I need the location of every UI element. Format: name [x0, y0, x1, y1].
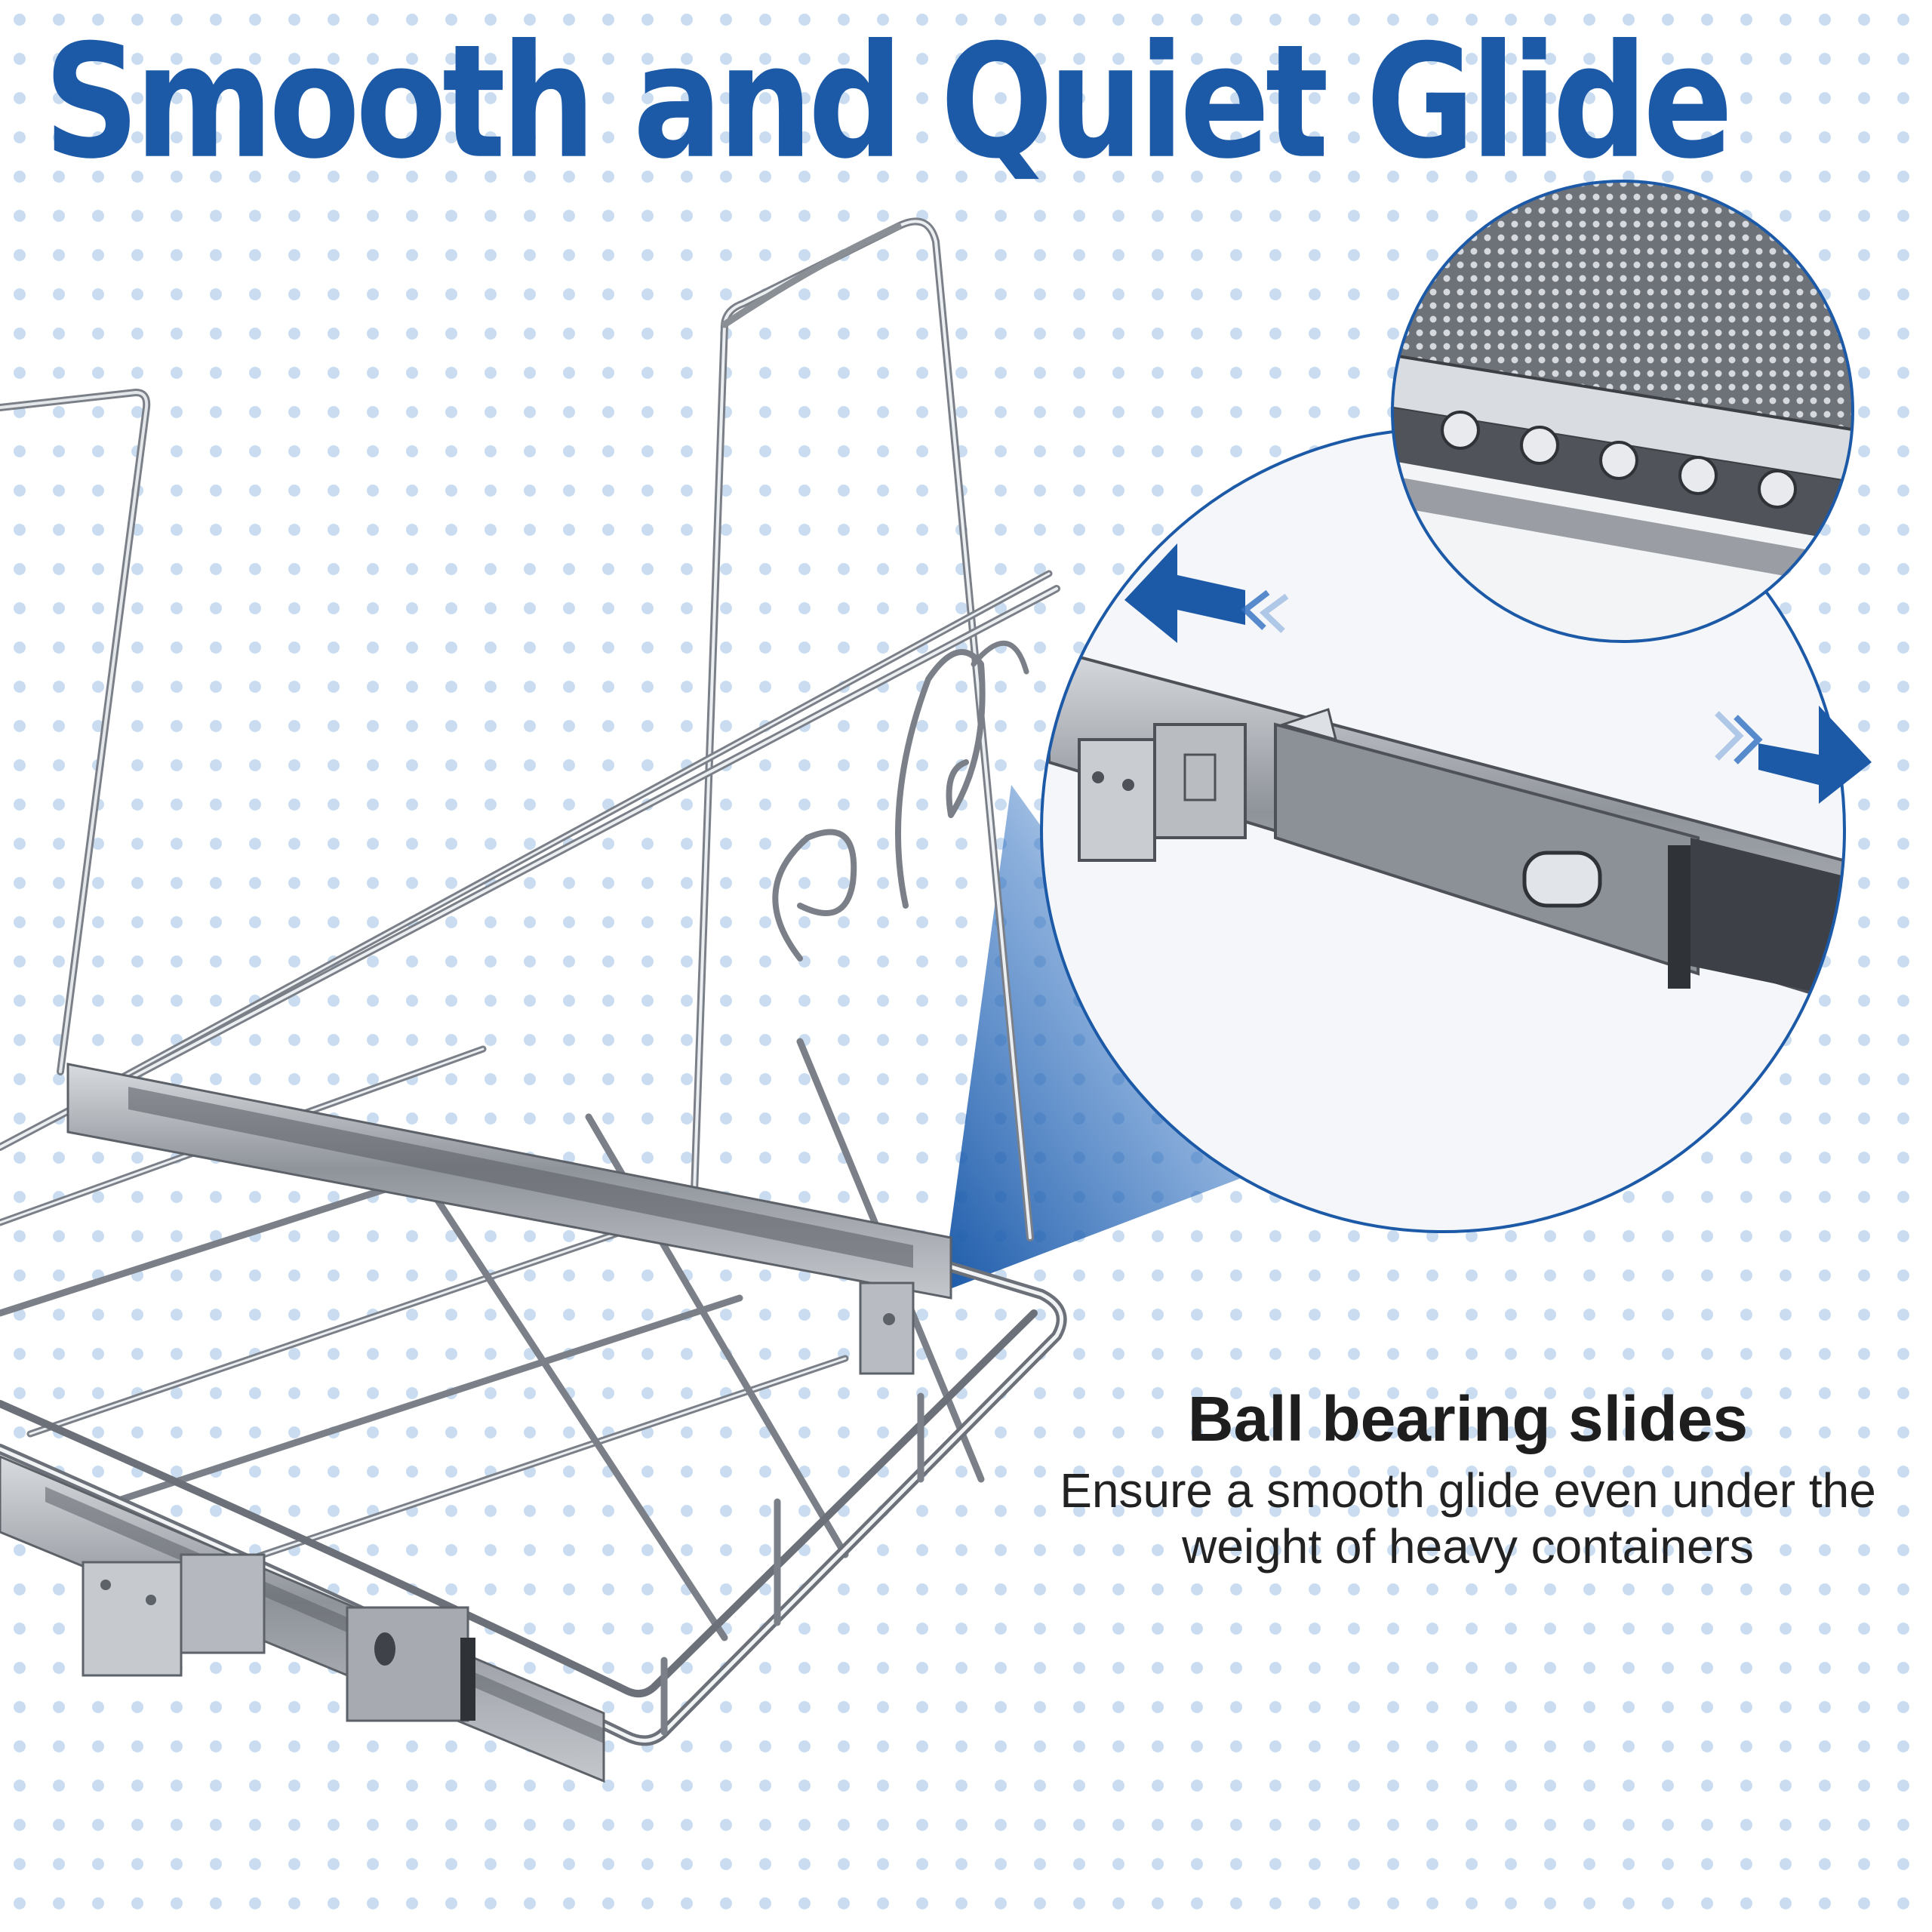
feature-callout: Ball bearing slides Ensure a smooth glid…	[1004, 1381, 1932, 1574]
feature-description: Ensure a smooth glide even under the wei…	[1060, 1463, 1876, 1574]
feature-title: Ball bearing slides	[1187, 1383, 1749, 1454]
arrow-right-icon	[1715, 706, 1872, 804]
pull-out-basket	[0, 217, 1067, 1746]
magnifier-circle	[1040, 427, 1846, 1233]
headline: Smooth and Quiet Glide	[44, 11, 1733, 194]
ball-bearing-inset	[1391, 180, 1854, 643]
back-slide-rail	[66, 1063, 952, 1375]
arrow-left-icon	[1124, 543, 1289, 643]
front-slide-rail	[0, 1455, 605, 1783]
